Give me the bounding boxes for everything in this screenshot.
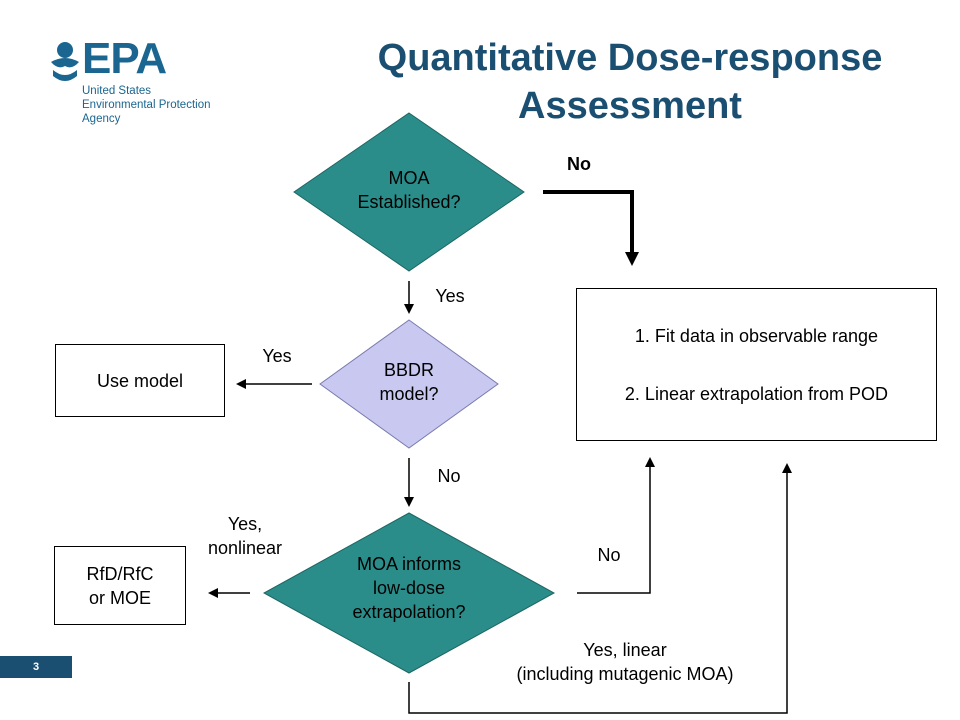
diamond-bbdr <box>319 319 499 449</box>
logo-line-2: Environmental Protection <box>82 99 211 111</box>
title-line-2: Assessment <box>518 85 742 127</box>
logo-line-1: United States <box>82 85 152 97</box>
logo-wordmark: EPA <box>82 34 167 83</box>
title-line-1: Quantitative Dose-response <box>377 37 883 79</box>
slide-title: Quantitative Dose-response Assessment <box>300 34 960 130</box>
diamond-moa-informs <box>262 512 556 674</box>
edge-label-yes-2: Yes <box>262 346 292 366</box>
slide-number: 3 <box>0 656 72 678</box>
node-use-model: Use model <box>55 344 225 417</box>
edge-label-yes-1: Yes <box>435 286 465 306</box>
connector-yes-linear <box>408 463 792 714</box>
node-fit-data: 1. Fit data in observable range 2. Linea… <box>576 288 937 441</box>
node-moa-established-label: MOA Established? <box>357 168 461 212</box>
edge-label-no-top: No <box>567 154 591 174</box>
edge-label-no-3: No <box>597 545 621 565</box>
diamond-moa-established <box>293 112 525 272</box>
edge-label-yes-nonlinear: Yes, nonlinear <box>207 514 283 558</box>
node-rfd-moe: RfD/RfC or MOE <box>54 546 186 625</box>
connector-no-3 <box>577 457 655 594</box>
logo-line-3: Agency <box>82 113 121 125</box>
edge-label-yes-linear: Yes, linear (including mutagenic MOA) <box>516 640 734 684</box>
node-moa-informs-label: MOA informs low-dose extrapolation? <box>352 554 466 622</box>
node-bbdr-label: BBDR model? <box>379 360 439 404</box>
connector-no-top <box>543 190 639 266</box>
epa-logo: EPA United States Environmental Protecti… <box>48 34 248 130</box>
edge-label-no-2: No <box>437 466 461 486</box>
epa-flower-icon <box>51 42 79 81</box>
